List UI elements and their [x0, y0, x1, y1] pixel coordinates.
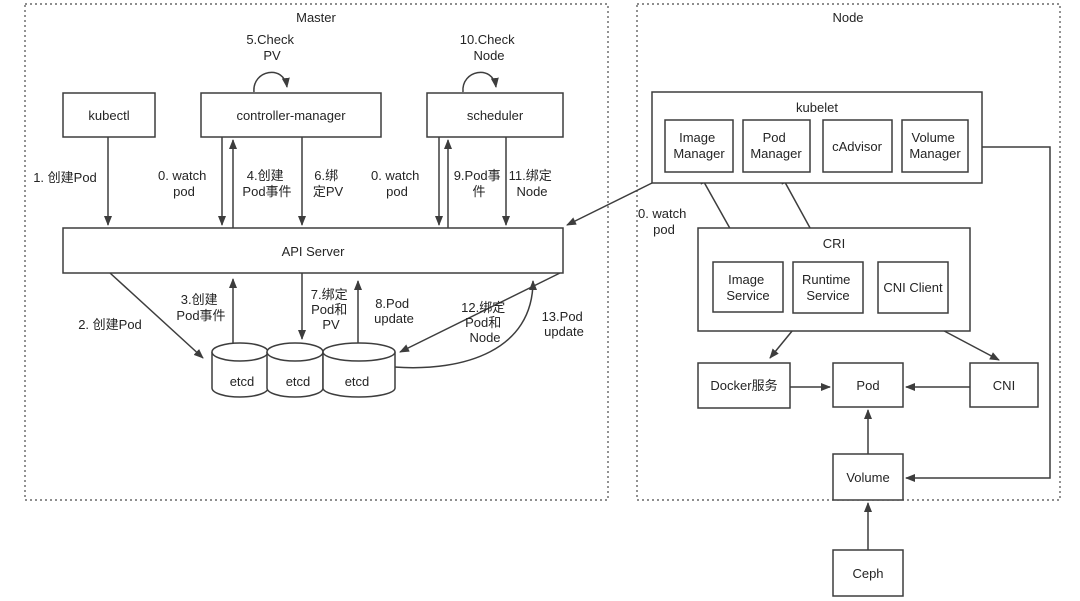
edge-label-bind-pod-pv-7: 7.绑定 Pod和 PV	[311, 287, 351, 332]
image-manager-box	[664, 119, 734, 173]
docker-box	[697, 362, 791, 409]
check-node-label: 10.Check Node	[460, 32, 519, 63]
etcd-cylinder-2	[266, 342, 324, 398]
ceph-box	[832, 549, 904, 597]
image-service-box	[712, 261, 784, 313]
arrow-etcd-to-api-pod-update-13	[393, 280, 537, 369]
image-service-label: Image Service	[726, 272, 769, 303]
master-region-title: Master	[296, 10, 336, 25]
kubelet-label: kubelet	[796, 100, 838, 115]
arrow-kubelet-to-api-watch	[566, 182, 653, 226]
docker-label: Docker服务	[710, 378, 777, 393]
master-region-border	[24, 3, 609, 501]
edge-label-watch-pod-cm: 0. watch pod	[158, 168, 210, 199]
ceph-label: Ceph	[852, 566, 883, 581]
arrow-api-to-etcd-create-pod	[109, 272, 204, 359]
etcd-cylinder-3	[322, 342, 396, 398]
volume-manager-label: Volume Manager	[909, 130, 961, 161]
cni-label: CNI	[993, 378, 1015, 393]
edge-label-create-pod-1: 1. 创建Pod	[33, 170, 97, 185]
edge-label-bind-pv-6: 6.绑 定PV	[313, 168, 344, 199]
cadvisor-box	[822, 119, 893, 173]
api-server-label: API Server	[282, 244, 346, 259]
edge-label-bind-node-11: 11.绑定 Node	[509, 168, 556, 199]
node-watch-pod-label: 0. watch pod	[638, 206, 690, 237]
etcd-label-1: etcd	[230, 374, 255, 389]
cadvisor-label: cAdvisor	[832, 139, 883, 154]
controller-manager-label: controller-manager	[236, 108, 346, 123]
pod-box	[832, 362, 904, 408]
etcd-label-3: etcd	[345, 374, 370, 389]
edge-label-create-pod-2: 2. 创建Pod	[78, 317, 142, 332]
volume-manager-box	[901, 119, 969, 173]
cni-client-box	[877, 261, 949, 314]
controller-manager-box	[200, 92, 382, 138]
runtime-service-label: Runtime Service	[802, 272, 854, 303]
check-pv-label: 5.Check PV	[246, 32, 297, 63]
edge-label-bind-pod-node-12: 12.绑定 Pod和 Node	[461, 300, 509, 345]
api-server-box	[62, 227, 564, 274]
edge-label-create-pod-event-4: 4.创建 Pod事件	[242, 168, 291, 199]
edge-label-watch-pod-sched: 0. watch pod	[371, 168, 423, 199]
node-region-title: Node	[832, 10, 863, 25]
volume-box	[832, 453, 904, 501]
scheduler-box	[426, 92, 564, 138]
edge-label-pod-update-13: 13.Pod update	[542, 309, 587, 339]
pod-manager-label: Pod Manager	[750, 130, 802, 161]
scheduler-label: scheduler	[467, 108, 524, 123]
arrow-volume-manager-to-volume	[905, 146, 1051, 482]
etcd-label-2: etcd	[286, 374, 311, 389]
cni-client-label: CNI Client	[883, 280, 943, 295]
runtime-service-box	[792, 261, 864, 314]
image-manager-label: Image Manager	[673, 130, 725, 161]
cni-box	[969, 362, 1039, 408]
loop-check-pv	[253, 71, 290, 93]
edge-label-create-pod-event-3: 3.创建 Pod事件	[176, 292, 225, 323]
cri-label: CRI	[823, 236, 845, 251]
kubectl-box	[62, 92, 156, 138]
edge-label-pod-event-9: 9.Pod事 件	[454, 168, 505, 199]
pod-manager-box	[742, 119, 811, 173]
edge-label-pod-update-8: 8.Pod update	[374, 296, 414, 326]
kubectl-label: kubectl	[88, 108, 129, 123]
volume-label: Volume	[846, 470, 889, 485]
pod-label: Pod	[856, 378, 879, 393]
loop-check-node	[462, 71, 499, 93]
